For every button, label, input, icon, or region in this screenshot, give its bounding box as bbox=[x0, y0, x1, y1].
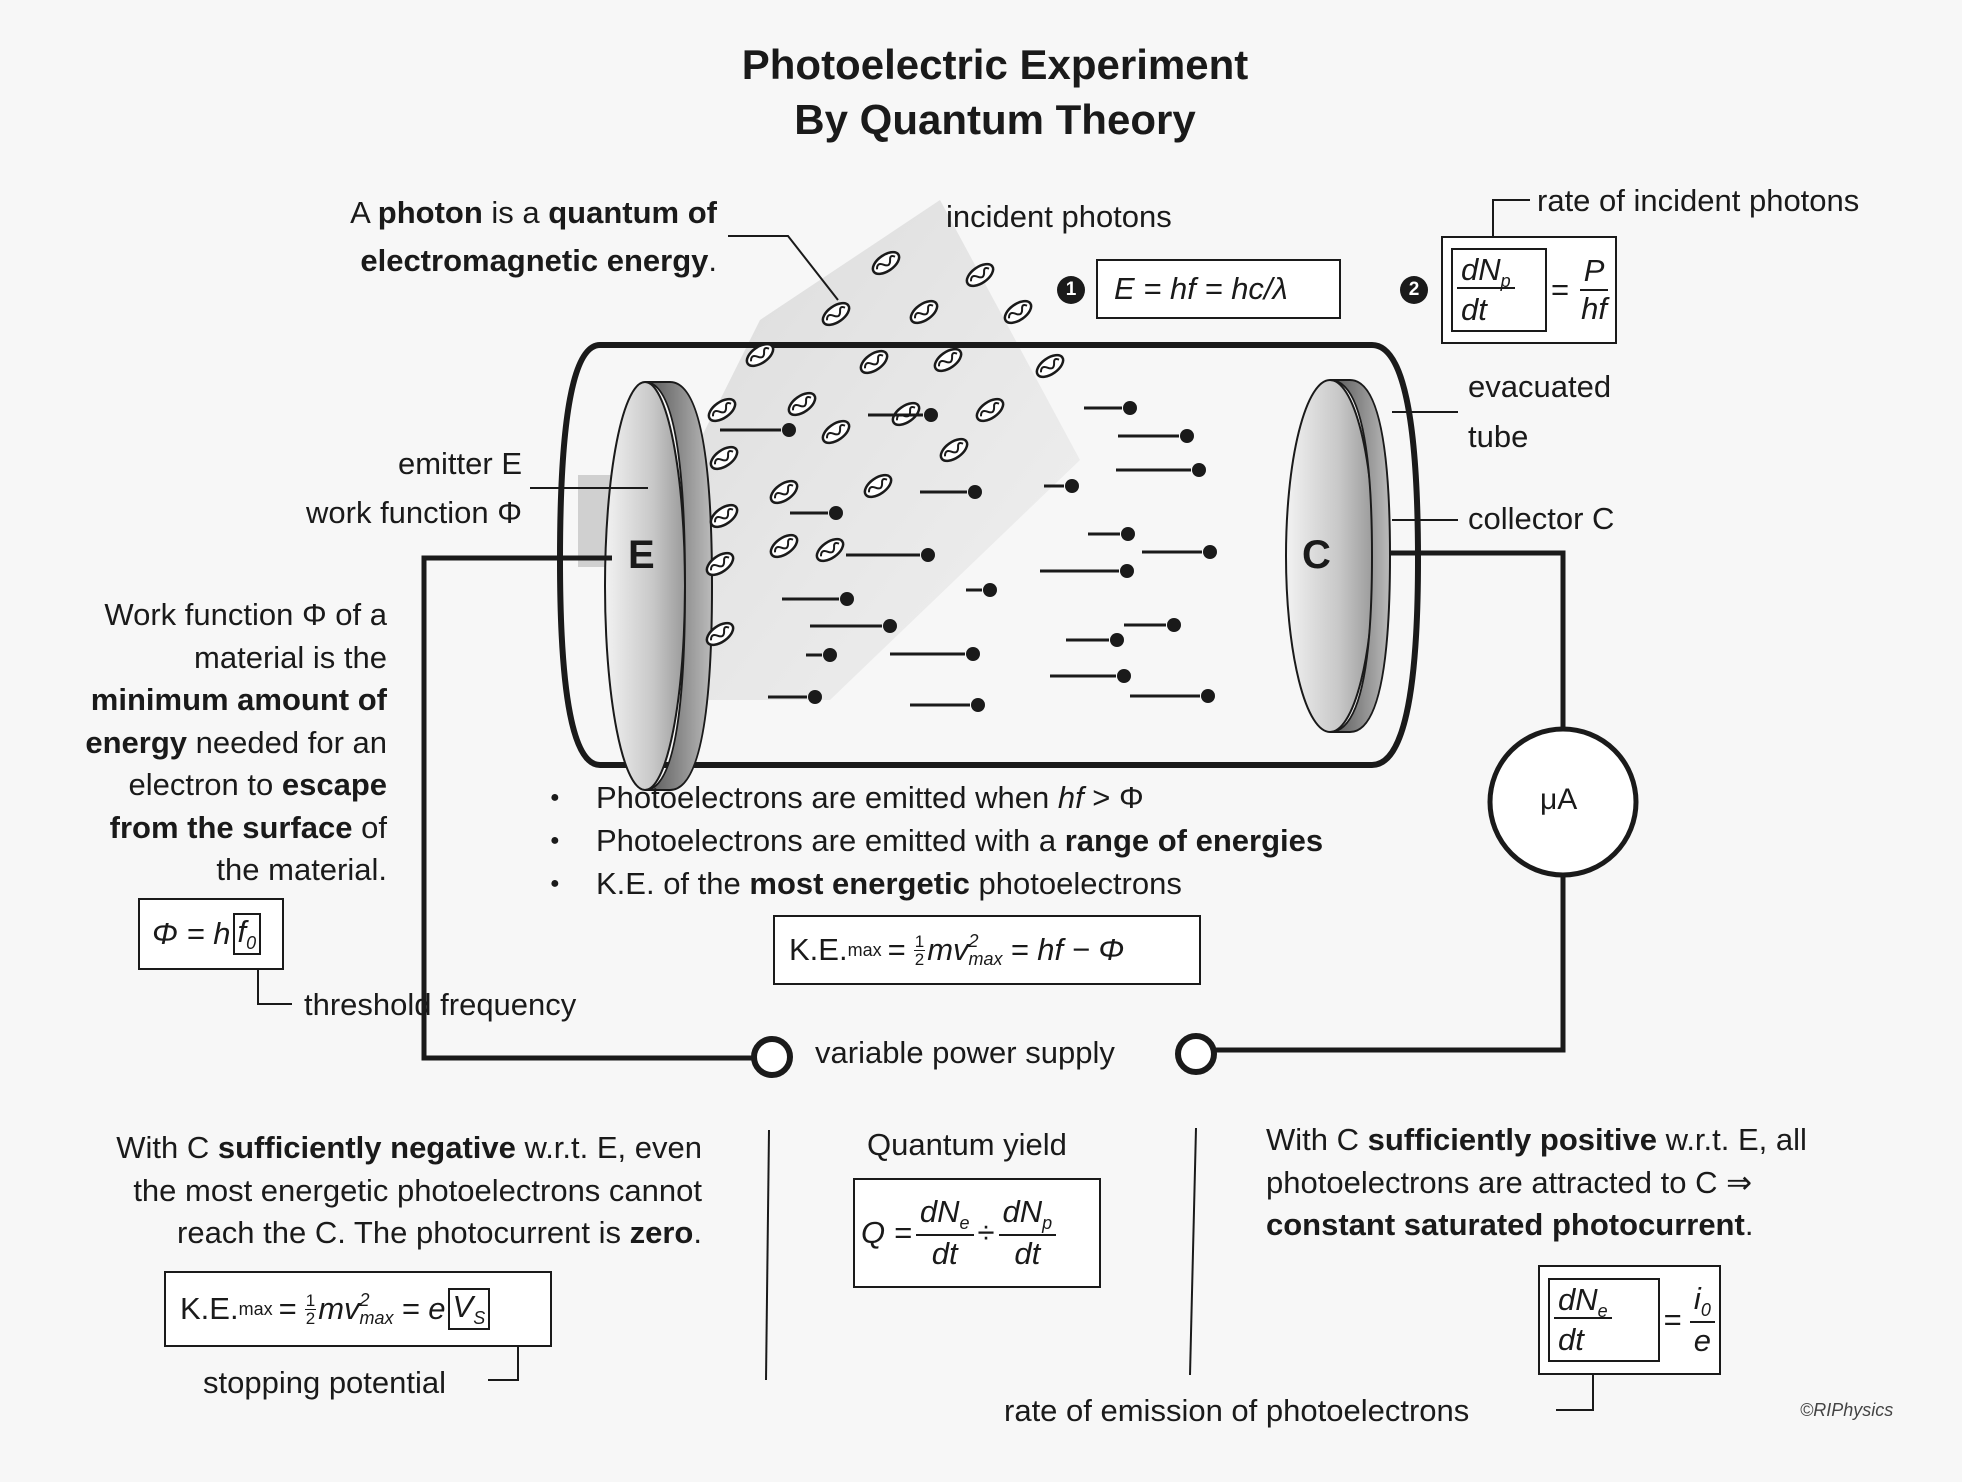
collector-label: collector C bbox=[1468, 501, 1615, 536]
photon-icon bbox=[1035, 353, 1065, 379]
collector-electrode bbox=[1285, 379, 1392, 733]
photon-icon bbox=[709, 503, 739, 529]
electron-dot bbox=[1123, 401, 1137, 415]
photon-rate-equation: dNp dt = P hf bbox=[1441, 236, 1617, 344]
saturated-current-equation: dNe dt = i0 e bbox=[1538, 1265, 1721, 1375]
electron-dot bbox=[1167, 618, 1181, 632]
electron-dot bbox=[1180, 429, 1194, 443]
electron-dot bbox=[971, 698, 985, 712]
stopping-potential-label: stopping potential bbox=[203, 1365, 447, 1400]
incident-photons-label: incident photons bbox=[946, 199, 1172, 234]
photon-icon bbox=[1003, 299, 1033, 325]
electron-dot bbox=[1120, 564, 1134, 578]
photon-beam bbox=[690, 200, 1080, 700]
rate-emission-label: rate of emission of photoelectrons bbox=[1004, 1393, 1470, 1428]
electron-dot bbox=[1110, 633, 1124, 647]
photon-icon bbox=[821, 419, 851, 445]
photon-icon bbox=[933, 347, 963, 373]
electron-dot bbox=[1192, 463, 1206, 477]
photon-icon bbox=[975, 397, 1005, 423]
emitter-label: emitter E bbox=[397, 446, 522, 481]
quantum-yield-equation: Q = dNe dt ÷ dNp dt bbox=[853, 1178, 1101, 1288]
bullet-item: K.E. of the most energetic photoelectron… bbox=[548, 862, 1323, 905]
electron-dot bbox=[823, 648, 837, 662]
equation-badge-1: 1 bbox=[1057, 276, 1085, 304]
negative-collector-text: With C sufficiently negative w.r.t. E, e… bbox=[116, 1130, 702, 1250]
equation-badge-2: 2 bbox=[1400, 276, 1428, 304]
positive-collector-text: With C sufficiently positive w.r.t. E, a… bbox=[1266, 1122, 1807, 1242]
photon-icon bbox=[707, 397, 737, 423]
threshold-frequency-label: threshold frequency bbox=[304, 987, 577, 1022]
power-terminal-right bbox=[1175, 1033, 1217, 1075]
photon-icon bbox=[909, 299, 939, 325]
photon-icon bbox=[705, 621, 735, 647]
photon-icon bbox=[939, 437, 969, 463]
electron-dot bbox=[808, 690, 822, 704]
rate-incident-label: rate of incident photons bbox=[1537, 183, 1860, 218]
work-function-equation: Φ = h f0 bbox=[138, 898, 284, 970]
electron-dot bbox=[883, 619, 897, 633]
bullet-item: Photoelectrons are emitted when hf > Φ bbox=[548, 776, 1323, 819]
evacuated-tube bbox=[556, 342, 1422, 768]
photon-icon bbox=[769, 533, 799, 559]
title-line-1: Photoelectric Experiment bbox=[741, 41, 1249, 88]
electron-dot bbox=[983, 583, 997, 597]
photon-energy-equation: E = hf = hc/λ bbox=[1096, 259, 1341, 319]
electron-dot bbox=[1065, 479, 1079, 493]
electron-dot bbox=[1121, 527, 1135, 541]
electron-dot bbox=[966, 647, 980, 661]
photon-icon bbox=[821, 301, 851, 327]
work-function-definition: Work function Φ of a material is the min… bbox=[85, 597, 387, 887]
photon-icon bbox=[965, 262, 995, 288]
power-terminal-left bbox=[751, 1036, 793, 1078]
electron-dot bbox=[1203, 545, 1217, 559]
circuit-wire-left bbox=[421, 555, 752, 1061]
electron-dot bbox=[968, 485, 982, 499]
electron-dot bbox=[921, 548, 935, 562]
photon-icon bbox=[787, 391, 817, 417]
photon-definition: A photon is a quantum of electromagnetic… bbox=[350, 195, 717, 278]
photon-icon bbox=[745, 342, 775, 368]
photon-icon bbox=[815, 537, 845, 563]
quantum-yield-label: Quantum yield bbox=[867, 1127, 1067, 1162]
photon-icon bbox=[709, 445, 739, 471]
photon-icon bbox=[871, 250, 901, 276]
photon-icon bbox=[705, 551, 735, 577]
electron-dot bbox=[924, 408, 938, 422]
work-function-label: work function Φ bbox=[306, 495, 522, 530]
title-line-2: By Quantum Theory bbox=[794, 95, 1196, 143]
electron-dot bbox=[1201, 689, 1215, 703]
circuit-wire-right-lower bbox=[1214, 876, 1566, 1053]
electron-dot bbox=[840, 592, 854, 606]
bullet-item: Photoelectrons are emitted with a range … bbox=[548, 819, 1323, 862]
collector-letter: C bbox=[1302, 533, 1331, 577]
leader-lines bbox=[257, 199, 1594, 1411]
divider-right bbox=[1189, 1127, 1197, 1376]
photon-icon bbox=[769, 479, 799, 505]
circuit-wire-right bbox=[1390, 550, 1566, 728]
photon-icon bbox=[863, 473, 893, 499]
electron-group bbox=[720, 401, 1217, 712]
microammeter bbox=[1487, 726, 1639, 878]
photon-group bbox=[705, 250, 1065, 647]
tube-label: tube bbox=[1468, 419, 1529, 454]
evacuated-label: evacuated bbox=[1468, 369, 1612, 404]
power-supply-label: variable power supply bbox=[815, 1035, 1115, 1070]
page-title: Photoelectric Experiment By Quantum Theo… bbox=[0, 38, 1962, 147]
microammeter-label: μA bbox=[1540, 783, 1578, 816]
photon-icon bbox=[859, 349, 889, 375]
photoelectron-facts: Photoelectrons are emitted when hf > Φ P… bbox=[548, 776, 1323, 905]
emitter-electrode bbox=[578, 381, 714, 791]
electron-dot bbox=[829, 506, 843, 520]
emitter-letter: E bbox=[628, 533, 655, 577]
electron-dot bbox=[782, 423, 796, 437]
electron-dot bbox=[1117, 669, 1131, 683]
divider-left bbox=[765, 1129, 770, 1381]
credit: ©RIPhysics bbox=[1800, 1400, 1894, 1420]
